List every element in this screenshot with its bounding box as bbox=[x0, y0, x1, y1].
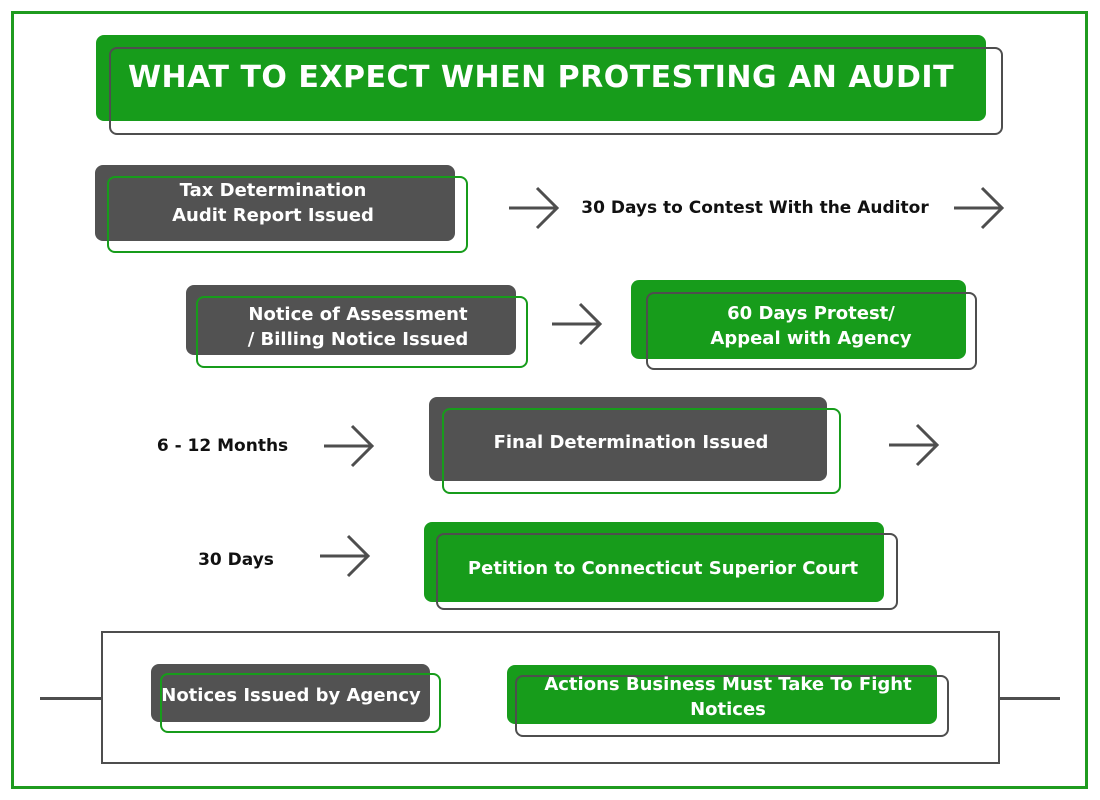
tax-determination-label: Tax Determination Audit Report Issued bbox=[172, 180, 374, 226]
final-wait-text: 6 - 12 Months bbox=[156, 436, 289, 456]
title-box-outline bbox=[109, 47, 1003, 135]
petition-label: Petition to Connecticut Superior Court bbox=[467, 557, 859, 579]
petition-outline bbox=[436, 533, 898, 610]
arrow-right-icon bbox=[509, 186, 560, 230]
title-box bbox=[96, 35, 986, 121]
final-determination-box bbox=[429, 397, 827, 481]
arrow-right-icon bbox=[889, 423, 940, 467]
page-title: WHAT TO EXPECT WHEN PROTESTING AN AUDIT bbox=[127, 60, 955, 95]
legend-agency-outline bbox=[160, 673, 441, 733]
protest-appeal-outline bbox=[646, 292, 977, 370]
legend-right-line bbox=[999, 697, 1060, 700]
legend-business-outline bbox=[515, 675, 949, 737]
arrow-right-icon bbox=[324, 424, 375, 468]
legend-business-swatch bbox=[507, 665, 937, 724]
petition-wait-text: 30 Days bbox=[198, 550, 274, 570]
arrow-right-icon bbox=[954, 186, 1005, 230]
protest-appeal-label: 60 Days Protest/ Appeal with Agency bbox=[710, 302, 912, 349]
diagram-frame bbox=[11, 11, 1088, 789]
arrow-right-icon bbox=[320, 534, 371, 578]
legend-agency-label: Notices Issued by Agency bbox=[161, 684, 421, 706]
notice-assessment-label: Notice of Assessment / Billing Notice Is… bbox=[247, 304, 469, 350]
final-determination-label: Final Determination Issued bbox=[493, 431, 769, 453]
notice-assessment-outline bbox=[196, 296, 528, 368]
tax-determination-outline bbox=[107, 176, 468, 253]
contest-window-text: 30 Days to Contest With the Auditor bbox=[581, 198, 929, 218]
legend bbox=[101, 631, 1000, 764]
petition-box bbox=[424, 522, 884, 602]
final-determination-outline bbox=[442, 408, 841, 494]
legend-left-line bbox=[40, 697, 102, 700]
arrow-right-icon bbox=[552, 302, 603, 346]
legend-business-label: Actions Business Must Take To Fight Noti… bbox=[544, 673, 912, 720]
